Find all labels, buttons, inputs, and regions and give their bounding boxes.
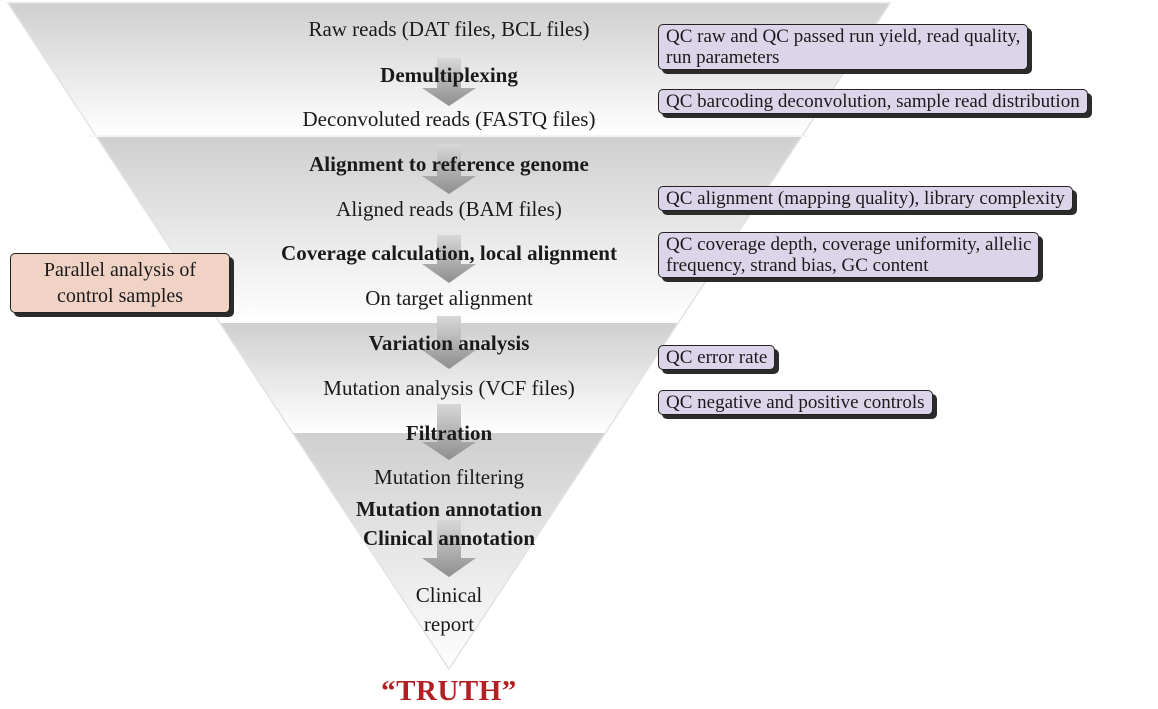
qc-box-alignment: QC alignment (mapping quality), library … (658, 186, 1073, 211)
down-arrow-variation (422, 316, 476, 369)
qc-box-coverage: QC coverage depth, coverage uniformity, … (658, 232, 1040, 278)
flow-arrows (422, 58, 476, 577)
stage-raw-reads: Raw reads (DAT files, BCL files) (308, 17, 590, 41)
stage-filtration: Filtration (405, 421, 493, 445)
control-samples-line2: control samples (56, 285, 184, 307)
stage-variation-analysis: Variation analysis (368, 331, 530, 355)
control-samples-box: Parallel analysis of control samples (10, 253, 230, 313)
qc-box-error-rate: QC error rate (658, 345, 776, 370)
qc-coverage-line2: frequency, strand bias, GC content (666, 255, 929, 276)
stage-coverage-calculation: Coverage calculation, local alignment (281, 241, 617, 265)
stage-on-target: On target alignment (365, 286, 533, 310)
stage-deconvoluted-reads: Deconvoluted reads (FASTQ files) (302, 107, 596, 131)
stage-mutation-analysis: Mutation analysis (VCF files) (323, 376, 575, 400)
stage-aligned-reads: Aligned reads (BAM files) (336, 197, 562, 221)
qc-box-barcoding: QC barcoding deconvolution, sample read … (658, 89, 1088, 114)
down-arrow-annotation (422, 520, 476, 577)
stage-mutation-annotation: Mutation annotation (355, 497, 543, 521)
qc-run-yield-line1: QC raw and QC passed run yield, read qua… (666, 26, 1021, 47)
stage-demultiplexing: Demultiplexing (380, 63, 518, 87)
qc-box-run-yield: QC raw and QC passed run yield, read qua… (658, 24, 1029, 70)
down-arrow-alignment (422, 144, 476, 194)
control-samples-line1: Parallel analysis of (43, 259, 197, 281)
stage-mutation-filtering: Mutation filtering (374, 465, 524, 489)
funnel-outline (6, 2, 892, 671)
down-arrow-demultiplexing (422, 58, 476, 106)
down-arrow-filtration (422, 404, 476, 460)
truth-label: “TRUTH” (381, 675, 517, 707)
down-arrow-coverage (422, 235, 476, 283)
qc-run-yield-line2: run parameters (666, 47, 780, 68)
stage-clinical-report-line1: Clinical (415, 583, 483, 607)
stage-clinical-annotation: Clinical annotation (362, 526, 536, 550)
stage-alignment: Alignment to reference genome (309, 152, 589, 176)
stage-clinical-report-line2: report (423, 612, 475, 636)
qc-coverage-line1: QC coverage depth, coverage uniformity, … (666, 234, 1032, 255)
qc-box-controls: QC negative and positive controls (658, 390, 933, 415)
